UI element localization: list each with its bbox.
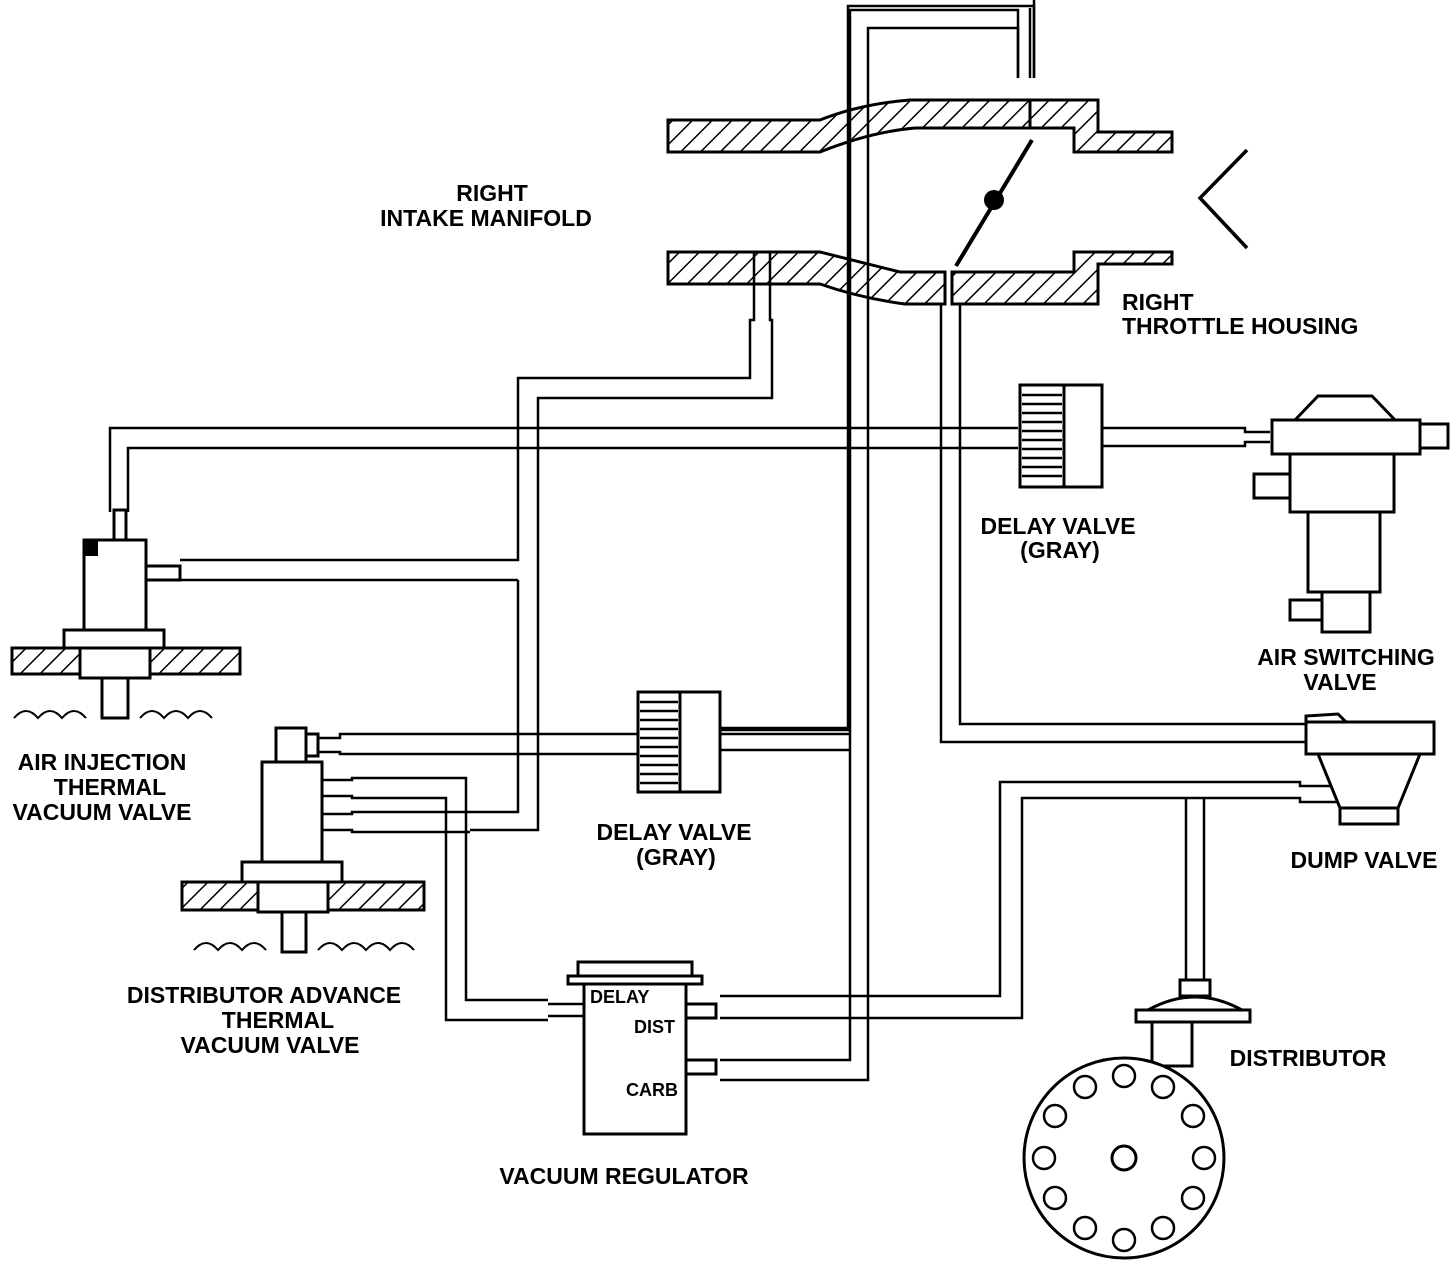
label-air-injection-1: AIR INJECTION (18, 749, 187, 775)
label-delay-valve-lower-2: (GRAY) (636, 844, 716, 870)
air-injection-thermal-vacuum-valve (62, 508, 182, 720)
label-distributor-advance-3: VACUUM VALVE (181, 1032, 360, 1058)
airflow-arrow-icon (1197, 148, 1249, 250)
delay-valve-lower (636, 690, 722, 794)
delay-valve-upper (1018, 383, 1104, 489)
vacuum-hoses (108, 0, 1338, 1082)
label-delay-valve-upper-1: DELAY VALVE (980, 513, 1135, 539)
vacuum-regulator (566, 960, 718, 1136)
engine-surface-left (10, 646, 242, 720)
port-label-dist: DIST (634, 1017, 675, 1037)
label-right-intake-manifold-1: RIGHT (456, 180, 528, 206)
label-air-switching-valve-1: AIR SWITCHING (1257, 644, 1435, 670)
label-right-intake-manifold-2: INTAKE MANIFOLD (380, 205, 592, 231)
engine-surface-lower (180, 880, 426, 952)
label-right-throttle-housing-1: RIGHT (1122, 289, 1194, 315)
label-right-throttle-housing-2: THROTTLE HOUSING (1122, 313, 1358, 339)
dump-valve (1304, 712, 1436, 826)
label-distributor-advance-1: DISTRIBUTOR ADVANCE (127, 982, 401, 1008)
label-distributor-advance-2: THERMAL (222, 1007, 334, 1033)
throttle-housing (950, 98, 1174, 306)
port-label-delay: DELAY (590, 987, 649, 1007)
label-delay-valve-upper-2: (GRAY) (1020, 537, 1100, 563)
port-label-carb: CARB (626, 1080, 678, 1100)
label-air-switching-valve-2: VALVE (1303, 669, 1376, 695)
label-air-injection-3: VACUUM VALVE (13, 799, 192, 825)
label-air-injection-2: THERMAL (54, 774, 166, 800)
label-distributor: DISTRIBUTOR (1230, 1045, 1387, 1071)
air-switching-valve (1252, 394, 1450, 634)
label-delay-valve-lower-1: DELAY VALVE (596, 819, 751, 845)
throttle-shaft (984, 190, 1004, 210)
label-dump-valve: DUMP VALVE (1291, 847, 1438, 873)
label-vacuum-regulator: VACUUM REGULATOR (499, 1163, 749, 1189)
distributor-advance-thermal-vacuum-valve (240, 726, 344, 954)
distributor (1022, 978, 1252, 1260)
